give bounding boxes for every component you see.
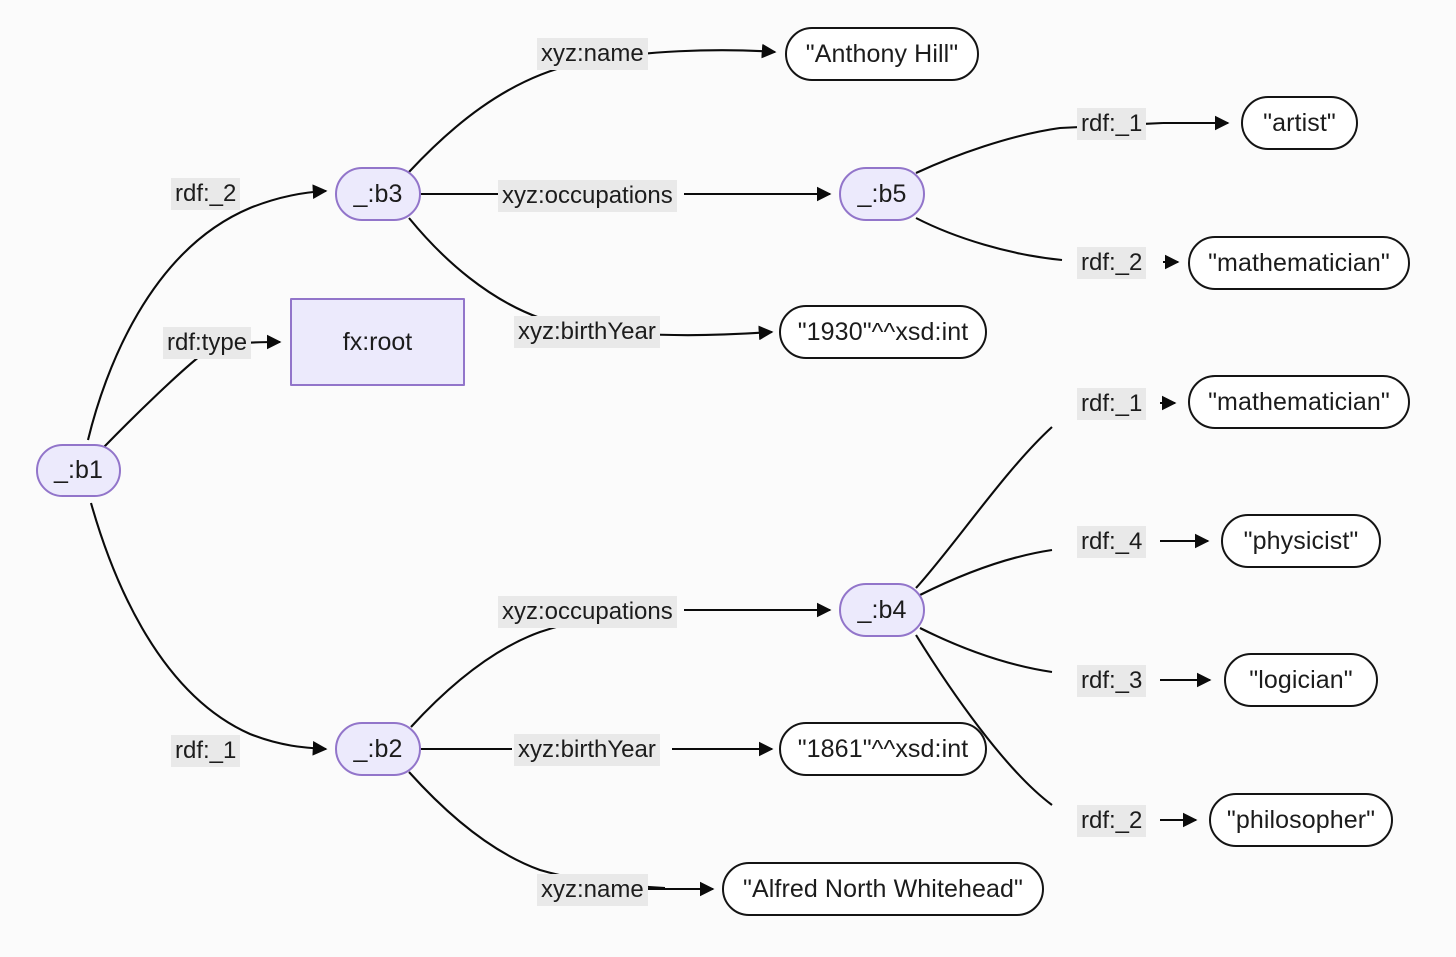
- node-b3-label: _:b3: [353, 179, 403, 208]
- node-literal-philosopher[interactable]: "philosopher": [1209, 793, 1393, 847]
- node-b5[interactable]: _:b5: [839, 167, 925, 221]
- node-literal-alfred-north-whitehead[interactable]: "Alfred North Whitehead": [722, 862, 1044, 916]
- node-literal-mathematician-b5-label: "mathematician": [1208, 248, 1390, 277]
- edge-label-rdf-1-b4-mathematician: rdf:_1: [1077, 388, 1147, 420]
- node-b2[interactable]: _:b2: [335, 722, 421, 776]
- edge-label-rdf-1-b5-artist: rdf:_1: [1077, 108, 1147, 140]
- node-literal-anthony-hill[interactable]: "Anthony Hill": [785, 27, 979, 81]
- node-b4[interactable]: _:b4: [839, 583, 925, 637]
- node-literal-artist-label: "artist": [1263, 108, 1336, 137]
- node-literal-mathematician-b4[interactable]: "mathematician": [1188, 375, 1410, 429]
- node-literal-physicist[interactable]: "physicist": [1221, 514, 1381, 568]
- edge-label-rdf-2-b4-philosopher: rdf:_2: [1077, 805, 1147, 837]
- edge-b5-mathematician: [915, 217, 1178, 262]
- edge-label-rdf-type: rdf:type: [163, 327, 252, 359]
- node-fx-root[interactable]: fx:root: [290, 298, 465, 386]
- edge-b4-physicist: [919, 541, 1208, 596]
- node-literal-birthyear-1861-label: "1861"^^xsd:int: [797, 734, 969, 763]
- edge-label-xyz-birthyear-b2: xyz:birthYear: [514, 734, 660, 766]
- node-b2-label: _:b2: [353, 734, 403, 763]
- node-literal-alfred-north-whitehead-label: "Alfred North Whitehead": [743, 874, 1023, 903]
- node-b4-label: _:b4: [857, 595, 907, 624]
- edge-label-rdf-2-b5-mathematician: rdf:_2: [1077, 247, 1147, 279]
- edge-b2-alfred-north-whitehead: [408, 771, 713, 889]
- edge-label-xyz-occupations-b3: xyz:occupations: [498, 180, 677, 212]
- node-fx-root-label: fx:root: [342, 327, 413, 356]
- edge-b4-logician: [919, 627, 1210, 680]
- node-literal-mathematician-b5[interactable]: "mathematician": [1188, 236, 1410, 290]
- node-literal-birthyear-1930[interactable]: "1930"^^xsd:int: [779, 305, 987, 359]
- node-literal-philosopher-label: "philosopher": [1226, 805, 1376, 834]
- node-b3[interactable]: _:b3: [335, 167, 421, 221]
- node-literal-logician-label: "logician": [1249, 665, 1353, 694]
- edge-b4-philosopher: [915, 634, 1196, 820]
- edge-b1-b2: [89, 502, 328, 756]
- edge-b4-mathematician: [915, 403, 1175, 589]
- node-literal-birthyear-1861[interactable]: "1861"^^xsd:int: [779, 722, 987, 776]
- node-literal-physicist-label: "physicist": [1243, 526, 1359, 555]
- edge-label-rdf-4-b4-physicist: rdf:_4: [1077, 526, 1147, 558]
- node-literal-logician[interactable]: "logician": [1224, 653, 1378, 707]
- edge-label-rdf-3-b4-logician: rdf:_3: [1077, 665, 1147, 697]
- edge-b5-artist: [915, 123, 1228, 174]
- node-literal-anthony-hill-label: "Anthony Hill": [805, 39, 959, 68]
- edge-label-rdf-1-b1-b2: rdf:_1: [171, 735, 241, 767]
- node-b1-label: _:b1: [53, 456, 104, 484]
- node-literal-birthyear-1930-label: "1930"^^xsd:int: [797, 317, 969, 346]
- edge-b1-b3: [86, 184, 328, 441]
- node-b5-label: _:b5: [857, 179, 907, 208]
- node-b1[interactable]: _:b1: [36, 444, 121, 497]
- edge-label-xyz-name-b3: xyz:name: [537, 38, 648, 70]
- edge-label-xyz-name-b2: xyz:name: [537, 874, 648, 906]
- edge-label-xyz-birthyear-b3: xyz:birthYear: [514, 316, 660, 348]
- node-literal-artist[interactable]: "artist": [1241, 96, 1358, 150]
- edge-label-rdf-2-b1-b3: rdf:_2: [171, 178, 241, 210]
- node-literal-mathematician-b4-label: "mathematician": [1208, 387, 1390, 416]
- edge-label-xyz-occupations-b2: xyz:occupations: [498, 596, 677, 628]
